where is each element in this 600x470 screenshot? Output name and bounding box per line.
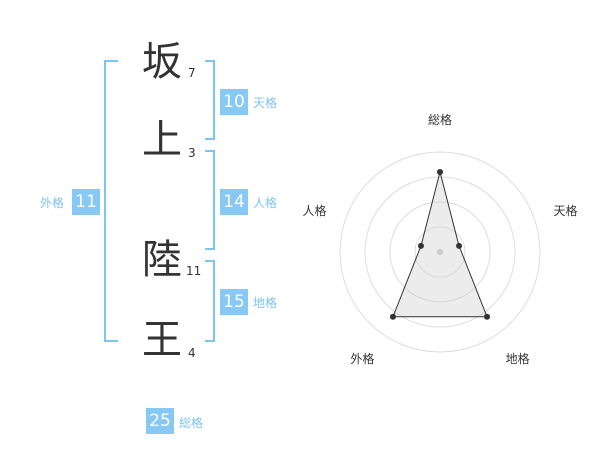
radar-point-4 (389, 313, 396, 320)
radar-point-5 (417, 242, 424, 249)
stroke-count-2: 3 (188, 146, 196, 160)
radar-axis-label-3: 地格 (506, 351, 530, 366)
radar-polygon (392, 171, 488, 318)
name-char-2: 上 (142, 117, 182, 163)
name-char-4: 王 (142, 317, 182, 363)
chikaku-label: 地格 (253, 296, 278, 310)
chikaku-bracket (205, 260, 215, 342)
tenkaku-bracket (205, 60, 215, 140)
gaikaku-bracket (104, 60, 118, 342)
radar-point-3 (484, 313, 491, 320)
radar-axis-label-2: 天格 (553, 203, 577, 218)
gaikaku-label: 外格 (40, 196, 65, 210)
radar-ring-2 (389, 201, 491, 303)
radar-ring-3 (364, 176, 516, 328)
name-char-3: 陸 (142, 237, 182, 283)
radar-ring-1 (414, 226, 466, 278)
radar-axis-label-4: 外格 (350, 351, 374, 366)
radar-point-1 (437, 169, 443, 175)
radar-point-2 (456, 242, 463, 249)
name-char-1: 坂 (142, 39, 182, 85)
jinkaku-bracket (205, 150, 215, 250)
jinkaku-label: 人格 (253, 196, 278, 210)
radar-ring-4 (339, 151, 541, 353)
gaikaku-value-badge: 11 (72, 189, 100, 215)
jinkaku-value-badge: 14 (220, 189, 248, 215)
radar-center (437, 249, 443, 255)
soukaku-label: 総格 (179, 416, 204, 430)
radar-axis-label-1: 総格 (428, 112, 452, 127)
soukaku-value-badge: 25 (146, 408, 174, 434)
stroke-count-1: 7 (188, 66, 196, 80)
tenkaku-value-badge: 10 (220, 89, 248, 115)
radar-axis-label-5: 人格 (302, 203, 326, 218)
radar-series (389, 169, 491, 320)
tenkaku-label: 天格 (253, 96, 278, 110)
stroke-count-4: 4 (188, 346, 196, 360)
stroke-count-3: 11 (186, 264, 202, 278)
chikaku-value-badge: 15 (220, 289, 248, 315)
radar-grid (339, 151, 541, 353)
